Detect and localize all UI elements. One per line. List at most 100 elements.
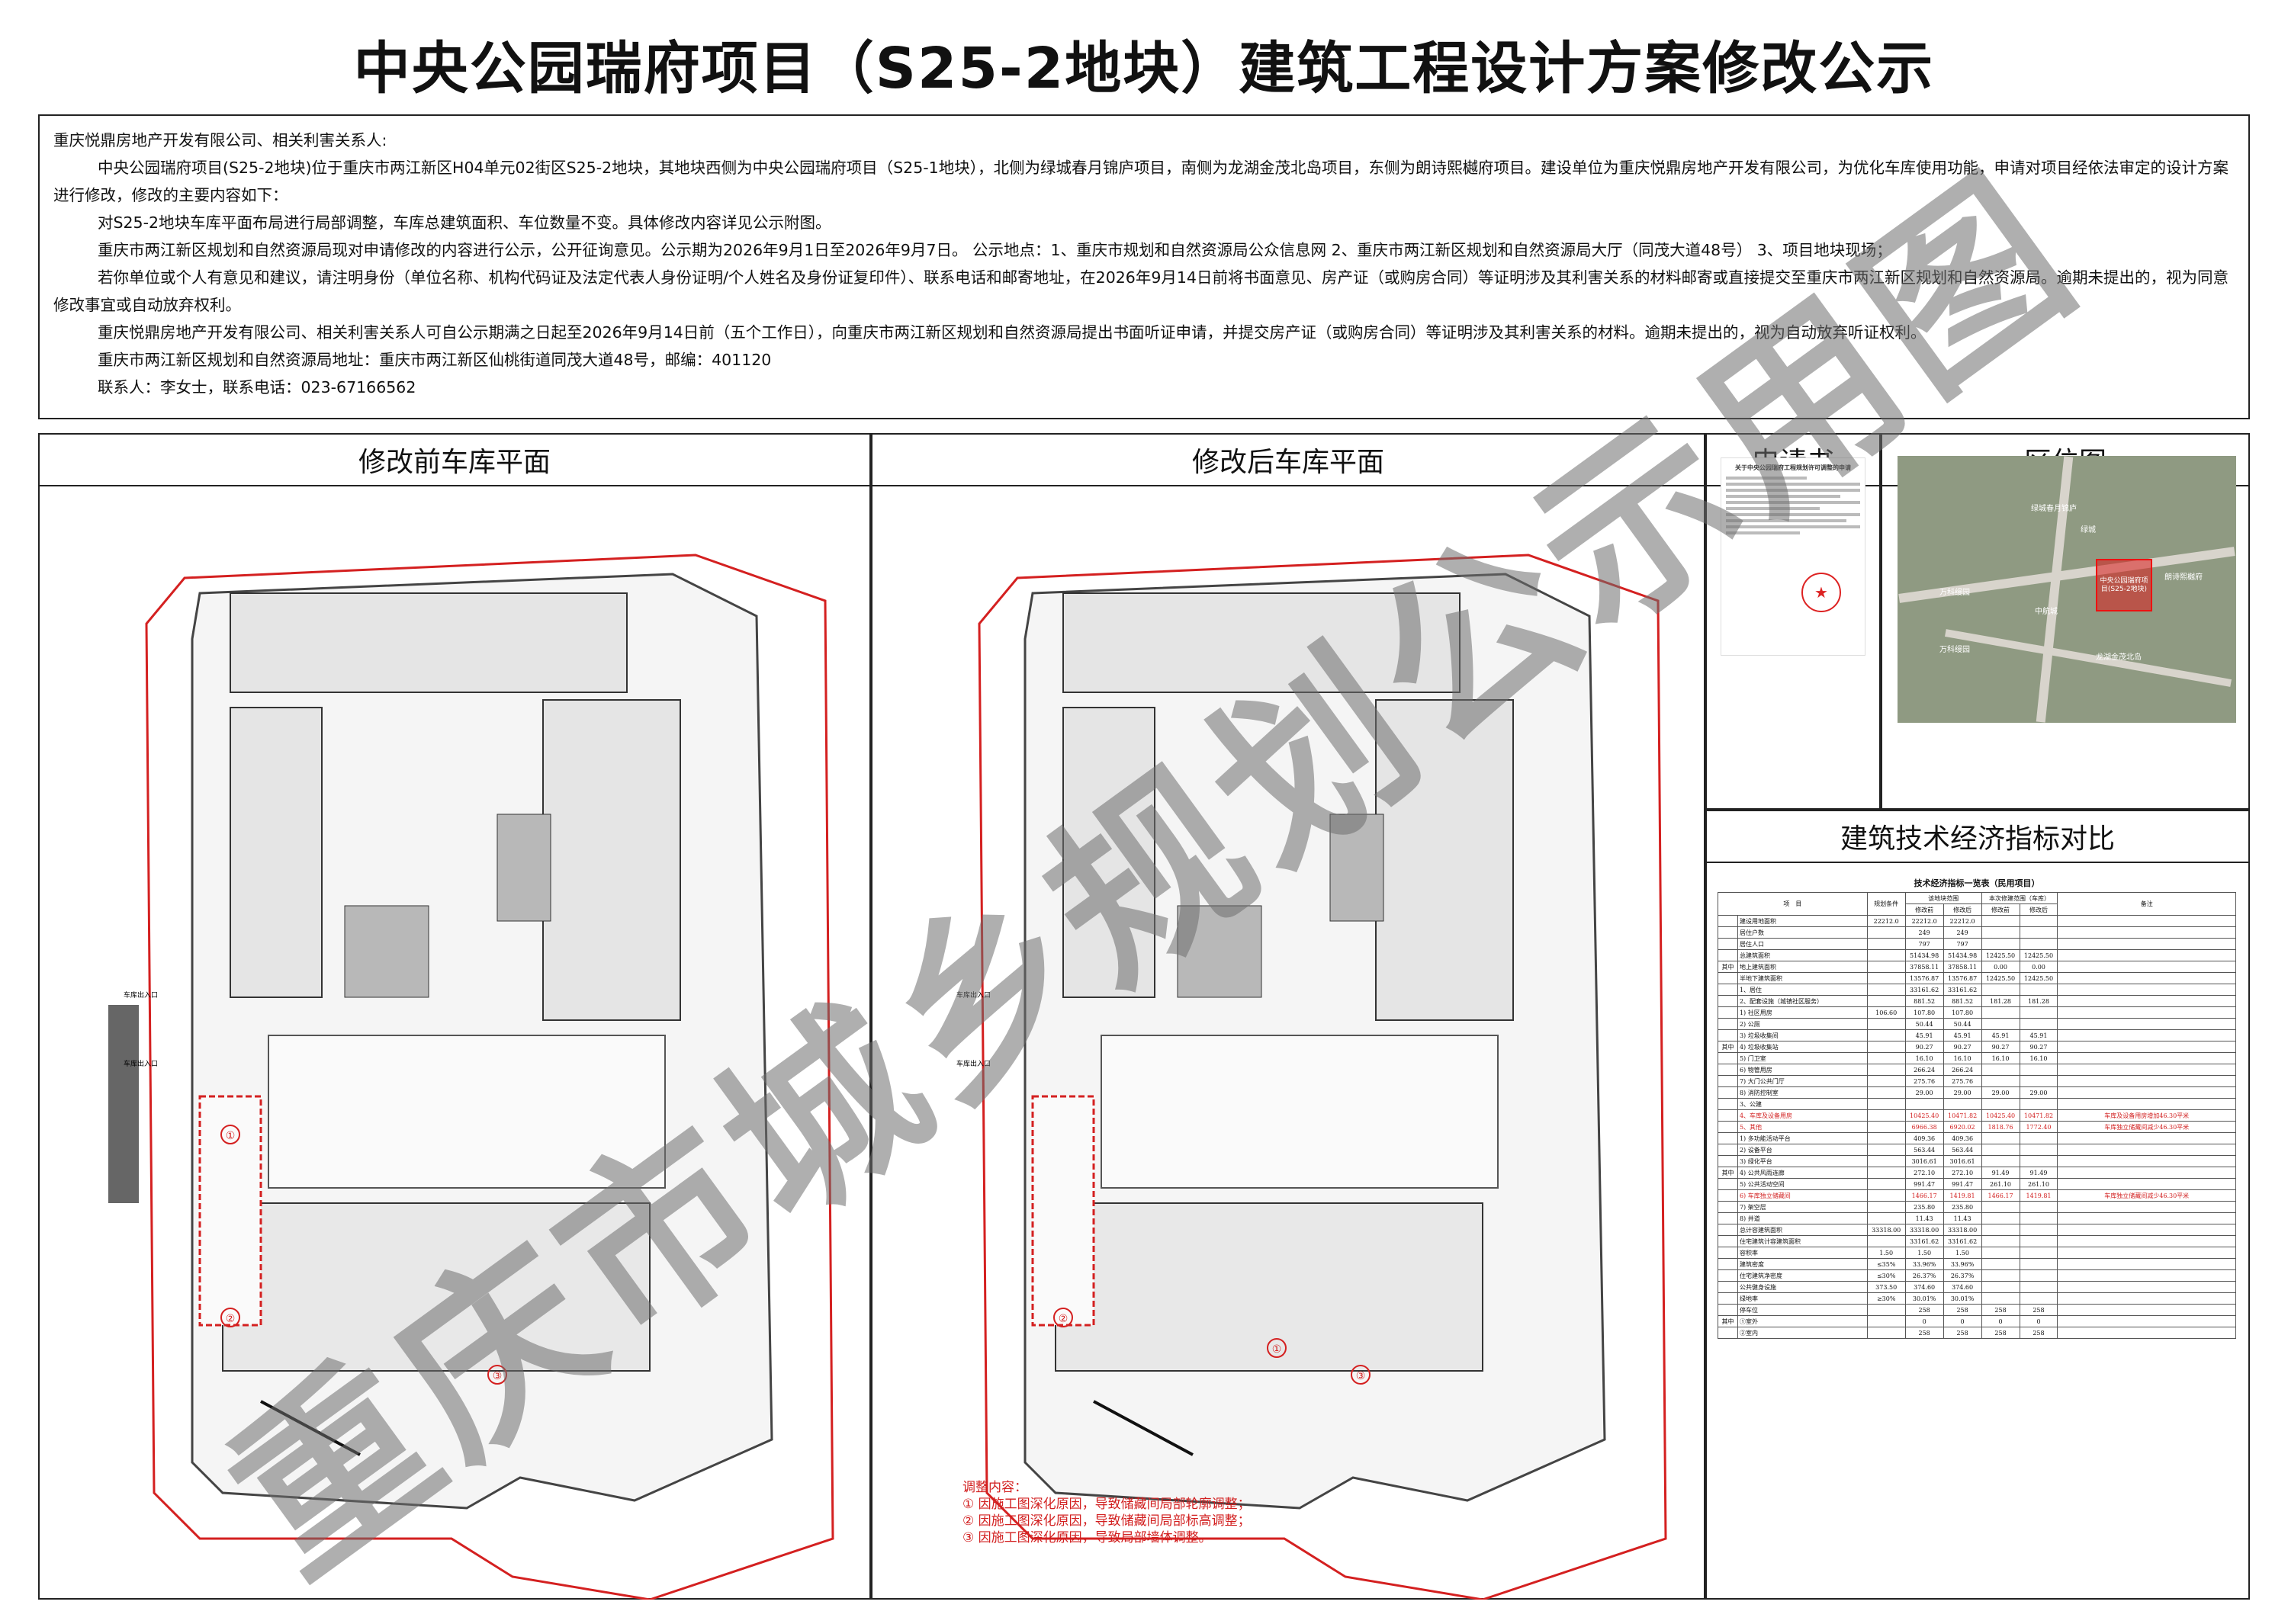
table-cell: ≤35% — [1866, 1258, 1906, 1270]
table-cell: 266.24 — [1943, 1064, 1982, 1076]
table-cell — [1981, 1201, 2020, 1213]
table-cell — [1718, 1212, 1738, 1224]
table-cell — [2057, 1212, 2236, 1224]
table-cell: 272.10 — [1943, 1167, 1982, 1179]
table-cell — [2057, 938, 2236, 950]
table-cell — [2057, 1281, 2236, 1293]
table-cell: 住宅建筑净密度 — [1737, 1269, 1868, 1282]
table-cell: 0 — [1904, 1315, 1944, 1327]
table-cell — [1866, 1052, 1906, 1064]
table-caption: 技术经济指标一览表（民用项目） — [1914, 878, 2040, 888]
map-label-4: 朗诗熙樾府 — [2164, 573, 2203, 582]
panel-before-plan: 修改前车库平面 ① ② ③ 车库出入口 车库出入口 — [38, 433, 871, 1600]
table-cell: 5) 公共活动空间 — [1737, 1178, 1868, 1190]
table-cell: 90.27 — [1904, 1041, 1944, 1053]
table-cell — [1718, 1121, 1738, 1133]
indicator-table-wrap: 技术经济指标一览表（民用项目） 项 目 规划条件 该地块范围 本次修建范围（车库… — [1718, 877, 2236, 1339]
table-cell: 0 — [1981, 1315, 2020, 1327]
table-cell: 106.60 — [1866, 1006, 1906, 1019]
table-cell — [2019, 984, 2058, 996]
table-cell — [1981, 1292, 2020, 1305]
table-cell — [1981, 1224, 2020, 1236]
table-cell — [1718, 1304, 1738, 1316]
table-cell — [1904, 1098, 1944, 1110]
notice-para-2: 对S25-2地块车库平面布局进行局部调整，车库总建筑面积、车位数量不变。具体修改… — [98, 213, 831, 232]
th-plot: 该地块范围 — [1904, 892, 1982, 904]
table-cell: 373.50 — [1866, 1281, 1906, 1293]
table-cell: 1772.40 — [2019, 1121, 2058, 1133]
table-cell — [2057, 926, 2236, 939]
table-cell — [2019, 1258, 2058, 1270]
table-cell — [2057, 1178, 2236, 1190]
table-cell — [1981, 1075, 2020, 1087]
notice-contact: 联系人：李女士，联系电话：023-67166562 — [98, 378, 416, 396]
table-cell: 45.91 — [1943, 1029, 1982, 1041]
table-cell — [1866, 1178, 1906, 1190]
table-cell — [2019, 1064, 2058, 1076]
table-cell — [1866, 1189, 1906, 1202]
table-cell — [1866, 1201, 1906, 1213]
table-cell: 车库独立储藏间减少46.30平米 — [2057, 1189, 2236, 1202]
table-cell — [2019, 926, 2058, 939]
table-cell — [1718, 949, 1738, 961]
table-cell: 居住户数 — [1737, 926, 1868, 939]
table-cell — [1866, 1327, 1906, 1339]
table-cell: 33161.62 — [1943, 1235, 1982, 1247]
table-cell: 991.47 — [1904, 1178, 1944, 1190]
project-site-marker: 中央公园瑞府项目(S25-2地块) — [2096, 559, 2152, 611]
table-cell — [1981, 1235, 2020, 1247]
table-cell: 8) 消防控制室 — [1737, 1086, 1868, 1099]
table-cell: 居住人口 — [1737, 938, 1868, 950]
table-cell: 0 — [1943, 1315, 1982, 1327]
table-cell: 停车位 — [1737, 1304, 1868, 1316]
table-cell: 33161.62 — [1943, 984, 1982, 996]
after-entry-2: 车库出入口 — [956, 1059, 991, 1068]
table-cell: 1466.17 — [1904, 1189, 1944, 1202]
table-cell — [1866, 1029, 1906, 1041]
table-cell: 235.80 — [1943, 1201, 1982, 1213]
table-cell: 2) 设备平台 — [1737, 1144, 1868, 1156]
table-cell: 13576.87 — [1943, 972, 1982, 984]
table-cell — [2057, 1144, 2236, 1156]
table-cell: 13576.87 — [1904, 972, 1944, 984]
table-header-row: 项 目 规划条件 该地块范围 本次修建范围（车库） 备注 — [1718, 892, 2236, 916]
table-cell: 3016.61 — [1943, 1155, 1982, 1167]
table-cell — [1718, 1029, 1738, 1041]
table-cell: 12425.50 — [2019, 972, 2058, 984]
table-cell: 地上建筑面积 — [1737, 961, 1868, 973]
table-cell: 33161.62 — [1904, 984, 1944, 996]
table-cell: 1818.76 — [1981, 1121, 2020, 1133]
table-cell — [2057, 961, 2236, 973]
table-cell — [1866, 1304, 1906, 1316]
table-cell — [1866, 1315, 1906, 1327]
table-cell — [1866, 1064, 1906, 1076]
table-cell: 33318.00 — [1904, 1224, 1944, 1236]
table-cell: 797 — [1943, 938, 1982, 950]
table-cell: 0 — [2019, 1315, 2058, 1327]
table-cell — [1718, 1224, 1738, 1236]
table-cell: 258 — [1904, 1327, 1944, 1339]
table-cell — [2057, 1006, 2236, 1019]
before-entry-2: 车库出入口 — [124, 1059, 158, 1068]
table-cell — [1866, 1109, 1906, 1122]
th-note: 备注 — [2057, 892, 2236, 916]
table-cell: 16.10 — [2019, 1052, 2058, 1064]
table-cell — [2057, 984, 2236, 996]
table-cell: 258 — [1904, 1304, 1944, 1316]
table-cell — [1718, 1189, 1738, 1202]
table-cell: 991.47 — [1943, 1178, 1982, 1190]
table-cell: 车库及设备用房增加46.30平米 — [2057, 1109, 2236, 1122]
table-cell: 107.80 — [1943, 1006, 1982, 1019]
map-label-1: 绿城春月锦庐 — [2031, 505, 2077, 513]
table-cell — [2057, 915, 2236, 927]
table-cell: 总计容建筑面积 — [1737, 1224, 1868, 1236]
table-cell — [1718, 1052, 1738, 1064]
